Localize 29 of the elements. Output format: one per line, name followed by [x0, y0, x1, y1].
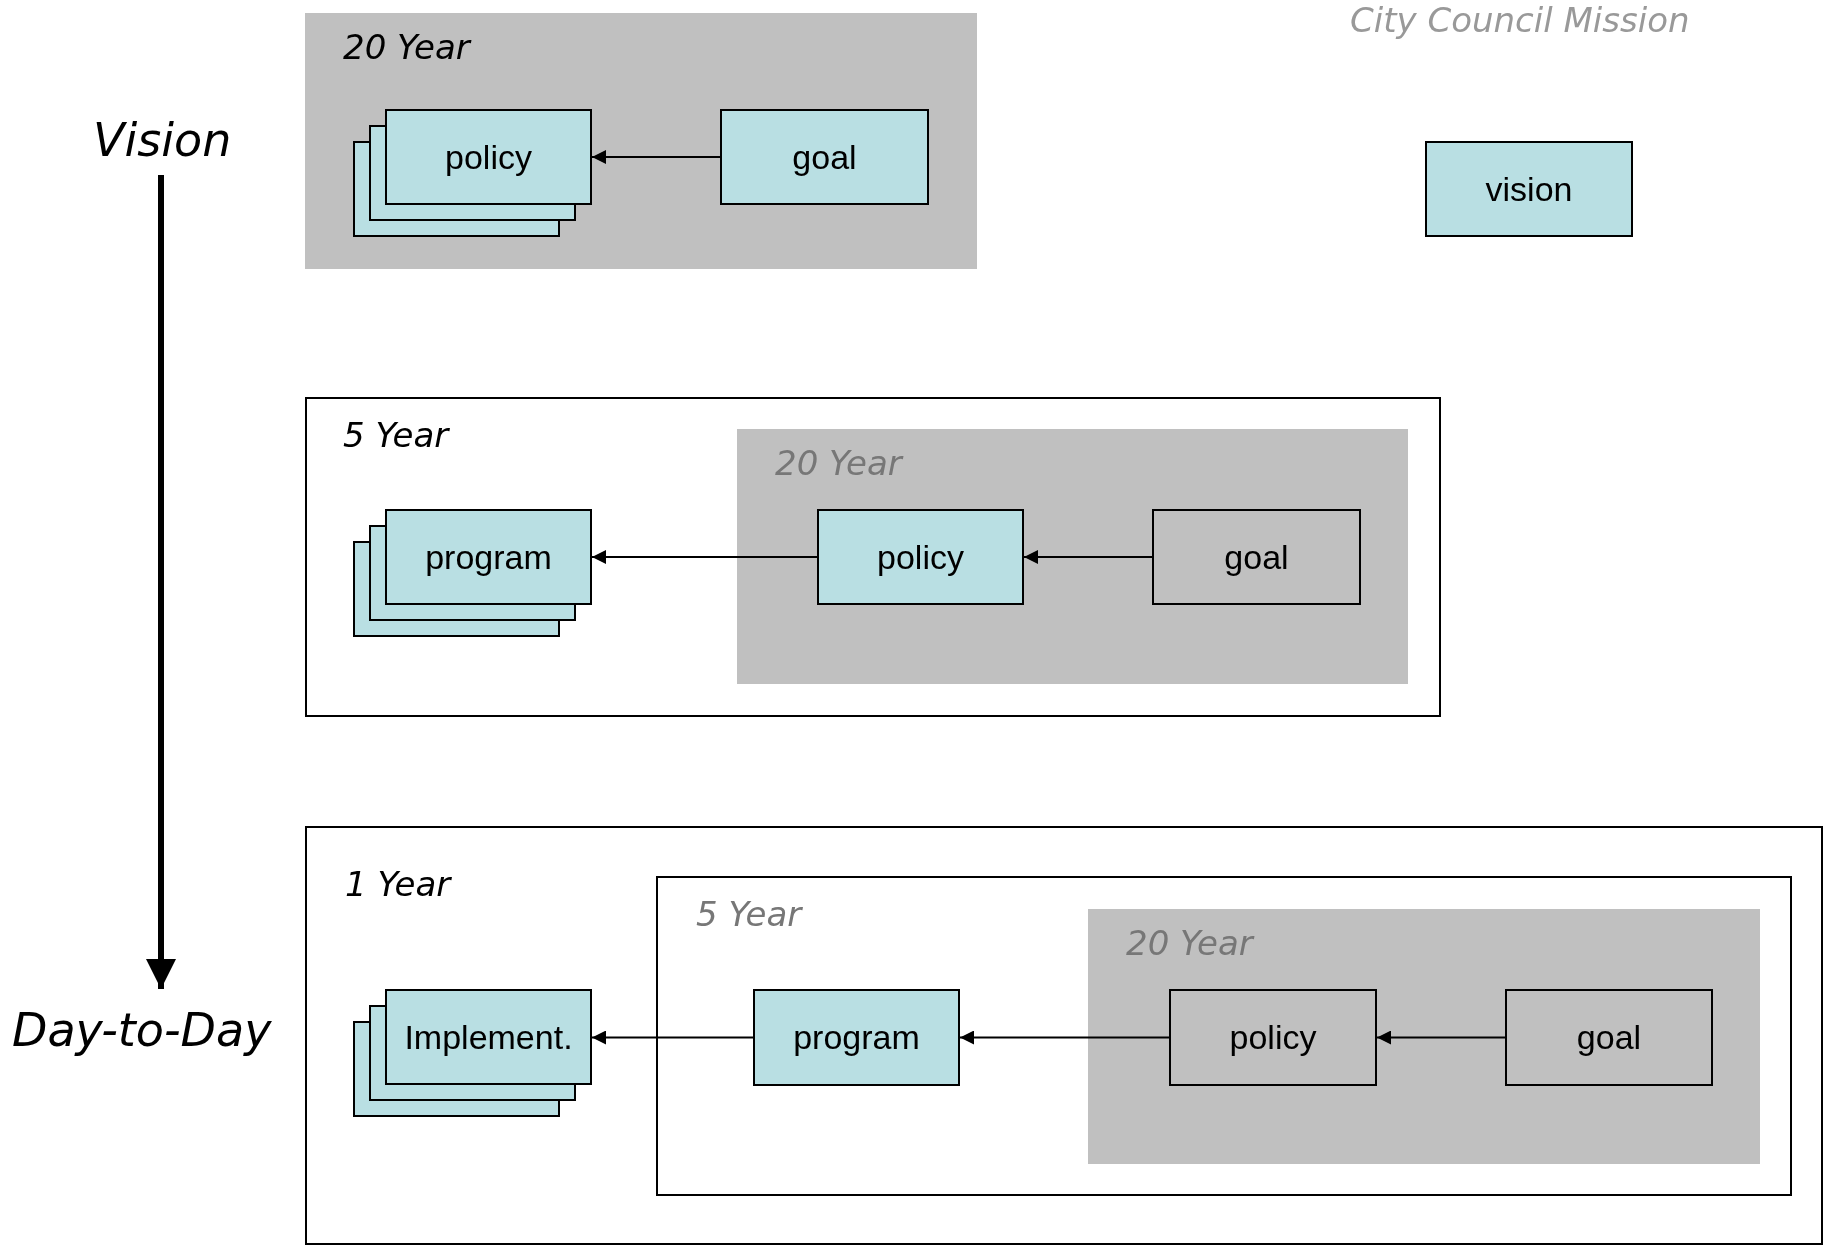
process-box: program — [753, 989, 960, 1086]
timeframe-label: 5 Year — [343, 415, 449, 455]
timeframe-panel — [305, 826, 1823, 1245]
timeframe-panel — [737, 429, 1408, 684]
axis-label: Day-to-Day — [12, 1003, 302, 1059]
arrow — [591, 150, 721, 164]
process-box: goal — [1152, 509, 1361, 605]
timeframe-label: 20 Year — [343, 27, 470, 67]
timeframe-label: 20 Year — [1126, 923, 1253, 963]
diagram-title: City Council Mission — [1350, 0, 1690, 40]
arrow — [591, 550, 818, 564]
timeframe-label: 20 Year — [775, 443, 902, 483]
timeframe-label: 1 Year — [345, 864, 451, 904]
arrow — [591, 1030, 754, 1045]
process-box: vision — [1425, 141, 1633, 237]
timeframe-panel — [1088, 909, 1760, 1164]
process-box: goal — [1505, 989, 1713, 1086]
process-box: policy — [1169, 989, 1377, 1086]
axis-label: Vision — [93, 113, 255, 169]
timeframe-label: 5 Year — [696, 894, 802, 934]
timeframe-panel — [305, 397, 1441, 717]
arrow — [1023, 550, 1153, 564]
arrow — [1376, 1030, 1506, 1045]
process-box: policy — [817, 509, 1024, 605]
timeframe-panel — [305, 13, 977, 269]
arrow — [959, 1030, 1170, 1045]
timeframe-panel — [656, 876, 1792, 1196]
process-box: goal — [720, 109, 929, 205]
arrow — [146, 175, 176, 989]
